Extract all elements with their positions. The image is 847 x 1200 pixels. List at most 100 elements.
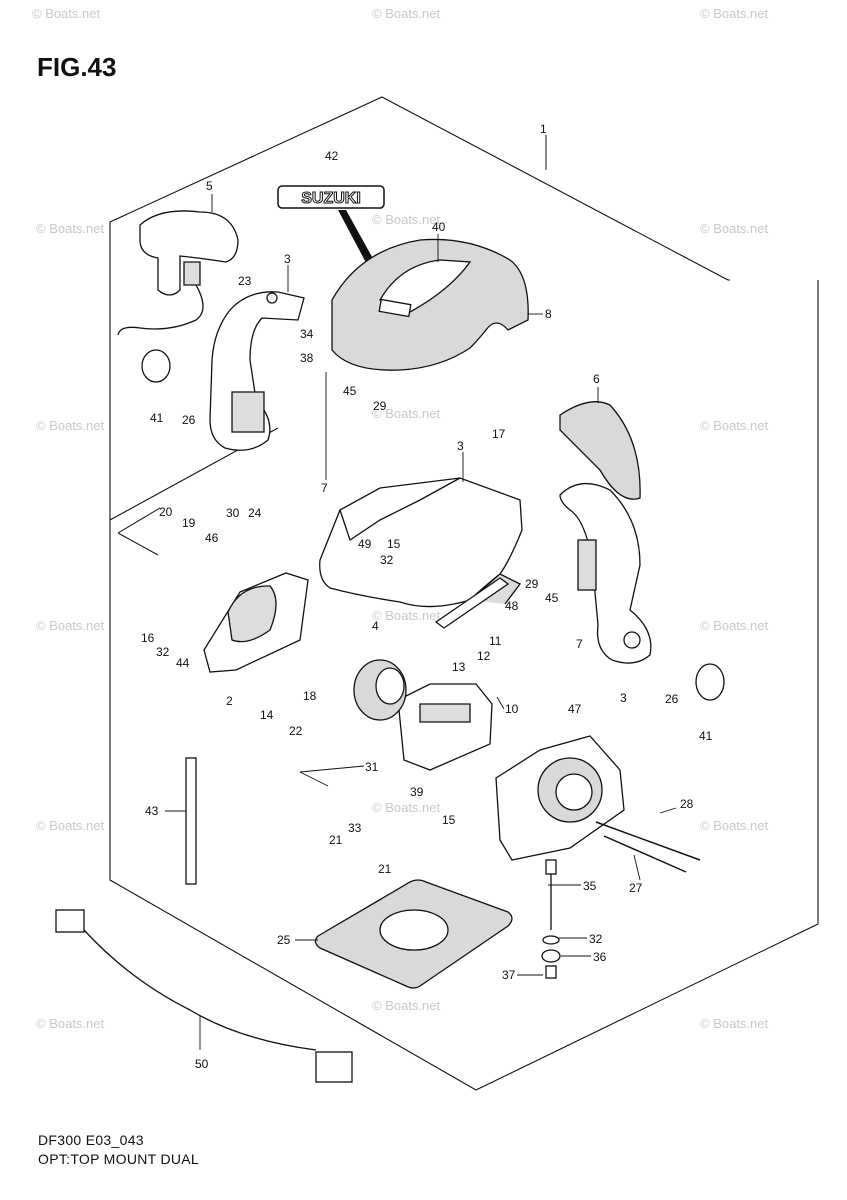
part-label: 20 bbox=[159, 505, 173, 519]
part-label: 3 bbox=[457, 439, 464, 453]
figure-title: FIG.43 bbox=[37, 52, 117, 82]
footer-description: OPT:TOP MOUNT DUAL bbox=[38, 1151, 199, 1167]
leader-lines bbox=[165, 194, 677, 1050]
part-label: 32 bbox=[589, 932, 603, 946]
part-label: 8 bbox=[545, 307, 552, 321]
wire-harness-part bbox=[55, 909, 353, 1083]
part-label: 19 bbox=[182, 516, 196, 530]
part-label: 17 bbox=[492, 427, 506, 441]
part-label: 34 bbox=[300, 327, 314, 341]
watermark: © Boats.net bbox=[700, 818, 769, 833]
part-label: 50 bbox=[195, 1057, 209, 1071]
part-label: 6 bbox=[593, 372, 600, 386]
part-label: 36 bbox=[593, 950, 607, 964]
part-label: 38 bbox=[300, 351, 314, 365]
part-label: 42 bbox=[325, 149, 339, 163]
watermark: © Boats.net bbox=[32, 6, 101, 21]
part-label: 3 bbox=[284, 252, 291, 266]
part-label: 27 bbox=[629, 881, 643, 895]
part-label: 24 bbox=[248, 506, 262, 520]
part-label: 33 bbox=[348, 821, 362, 835]
gasket-part bbox=[314, 879, 513, 989]
part-label: 35 bbox=[583, 879, 597, 893]
gear-part bbox=[353, 659, 407, 721]
part-label: 44 bbox=[176, 656, 190, 670]
part-label: 1 bbox=[540, 122, 547, 136]
watermark: © Boats.net bbox=[36, 818, 105, 833]
handle-grip-part bbox=[117, 210, 239, 336]
watermark: © Boats.net bbox=[372, 6, 441, 21]
part-label: 7 bbox=[321, 481, 328, 495]
part-label: 10 bbox=[505, 702, 519, 716]
bolt-stack-part bbox=[541, 859, 561, 979]
part-label: 16 bbox=[141, 631, 155, 645]
part-label: 30 bbox=[226, 506, 240, 520]
ring-parts bbox=[141, 349, 725, 701]
part-label: 5 bbox=[206, 179, 213, 193]
watermark: © Boats.net bbox=[700, 221, 769, 236]
part-label: 26 bbox=[665, 692, 679, 706]
part-label: 46 bbox=[205, 531, 219, 545]
watermark: © Boats.net bbox=[700, 418, 769, 433]
part-label: 48 bbox=[505, 599, 519, 613]
sub-boundary bbox=[117, 507, 161, 556]
part-label: 15 bbox=[387, 537, 401, 551]
watermark: © Boats.net bbox=[36, 1016, 105, 1031]
watermark: © Boats.net bbox=[700, 618, 769, 633]
cover-part bbox=[331, 238, 529, 371]
part-label: 41 bbox=[699, 729, 713, 743]
block-part bbox=[397, 683, 493, 771]
part-label: 41 bbox=[150, 411, 164, 425]
watermark: © Boats.net bbox=[36, 618, 105, 633]
watermark: © Boats.net bbox=[700, 6, 769, 21]
part-label: 13 bbox=[452, 660, 466, 674]
part-label: 40 bbox=[432, 220, 446, 234]
part-label: 12 bbox=[477, 649, 491, 663]
part-label: 15 bbox=[442, 813, 456, 827]
part-label: 26 bbox=[182, 413, 196, 427]
watermark: © Boats.net bbox=[36, 221, 105, 236]
part-label: 3 bbox=[620, 691, 627, 705]
part-label: 23 bbox=[238, 274, 252, 288]
part-label: 21 bbox=[378, 862, 392, 876]
footer-model: DF300 E03_043 bbox=[38, 1132, 144, 1148]
part-label: 28 bbox=[680, 797, 694, 811]
part-label: 21 bbox=[329, 833, 343, 847]
part-label: 32 bbox=[380, 553, 394, 567]
watermark: © Boats.net bbox=[700, 1016, 769, 1031]
watermark-group: © Boats.net © Boats.net © Boats.net © Bo… bbox=[32, 6, 769, 1031]
base-bracket-part bbox=[203, 572, 309, 673]
watermark: © Boats.net bbox=[372, 212, 441, 227]
lever-arm-left bbox=[209, 291, 305, 451]
watermark: © Boats.net bbox=[372, 800, 441, 815]
part-label: 43 bbox=[145, 804, 159, 818]
part-label: 31 bbox=[365, 760, 379, 774]
part-label: 45 bbox=[343, 384, 357, 398]
part-label: 7 bbox=[576, 637, 583, 651]
watermark: © Boats.net bbox=[372, 998, 441, 1013]
part-label: 4 bbox=[372, 619, 379, 633]
watermark: © Boats.net bbox=[36, 418, 105, 433]
part-label: 11 bbox=[489, 634, 502, 648]
watermark: © Boats.net bbox=[372, 406, 441, 421]
part-labels: 1 42 5 23 3 34 38 41 26 40 8 45 29 7 6 3… bbox=[141, 122, 713, 1071]
part-label: 49 bbox=[358, 537, 372, 551]
part-label: 45 bbox=[545, 591, 559, 605]
part-label: 32 bbox=[156, 645, 170, 659]
part-label: 29 bbox=[525, 577, 539, 591]
part-label: 47 bbox=[568, 702, 582, 716]
tie-strap-part bbox=[185, 757, 197, 885]
strip-part bbox=[434, 577, 510, 629]
part-label: 2 bbox=[226, 694, 233, 708]
rod-parts bbox=[595, 821, 701, 873]
part-label: 18 bbox=[303, 689, 317, 703]
right-assembly-part bbox=[495, 735, 625, 861]
watermark: © Boats.net bbox=[372, 608, 441, 623]
lever-arm-right bbox=[559, 401, 652, 664]
part-label: 22 bbox=[289, 724, 303, 738]
svg-text:SUZUKI: SUZUKI bbox=[301, 190, 361, 207]
part-label: 37 bbox=[502, 968, 516, 982]
part-label: 39 bbox=[410, 785, 424, 799]
